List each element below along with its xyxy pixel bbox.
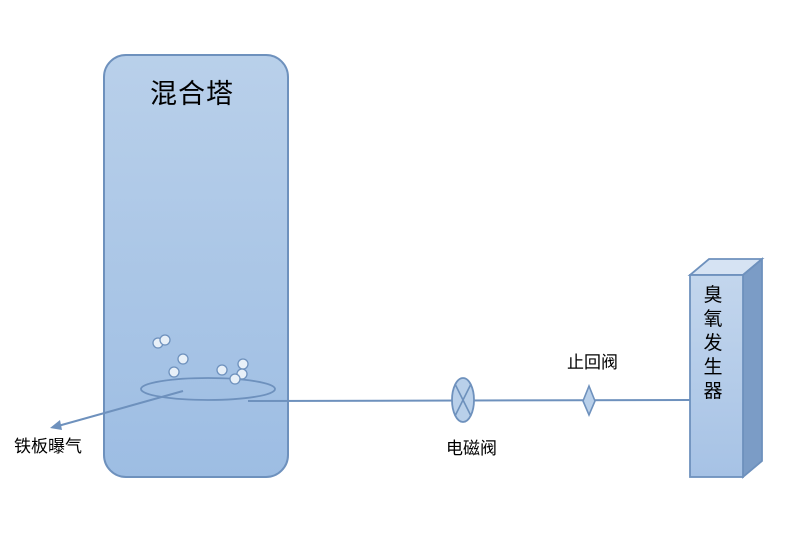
bubble <box>237 358 249 370</box>
solenoid-valve <box>451 377 475 423</box>
bubble <box>168 366 180 378</box>
solenoid-valve-label: 电磁阀 <box>446 439 497 459</box>
aeration-arrow-head <box>50 420 62 430</box>
bubbles <box>152 334 249 385</box>
check-valve <box>582 383 596 418</box>
ozone-generator-front <box>689 274 744 478</box>
bubble <box>177 353 189 365</box>
bubble <box>216 364 228 376</box>
ozone-generator-label: 臭氧发生器 <box>703 284 723 402</box>
ozone-generator <box>687 257 765 479</box>
iron-plate-aeration-label: 铁板曝气 <box>14 437 82 457</box>
aerator-plate <box>140 377 276 401</box>
bubble <box>159 334 171 346</box>
aeration-pointer-arrow <box>57 390 184 427</box>
mixing-tower-label: 混合塔 <box>150 79 234 110</box>
mixing-tower <box>103 54 289 478</box>
ozone-generator-side <box>742 257 763 479</box>
check-valve-label: 止回阀 <box>567 353 618 373</box>
bubble <box>229 373 241 385</box>
